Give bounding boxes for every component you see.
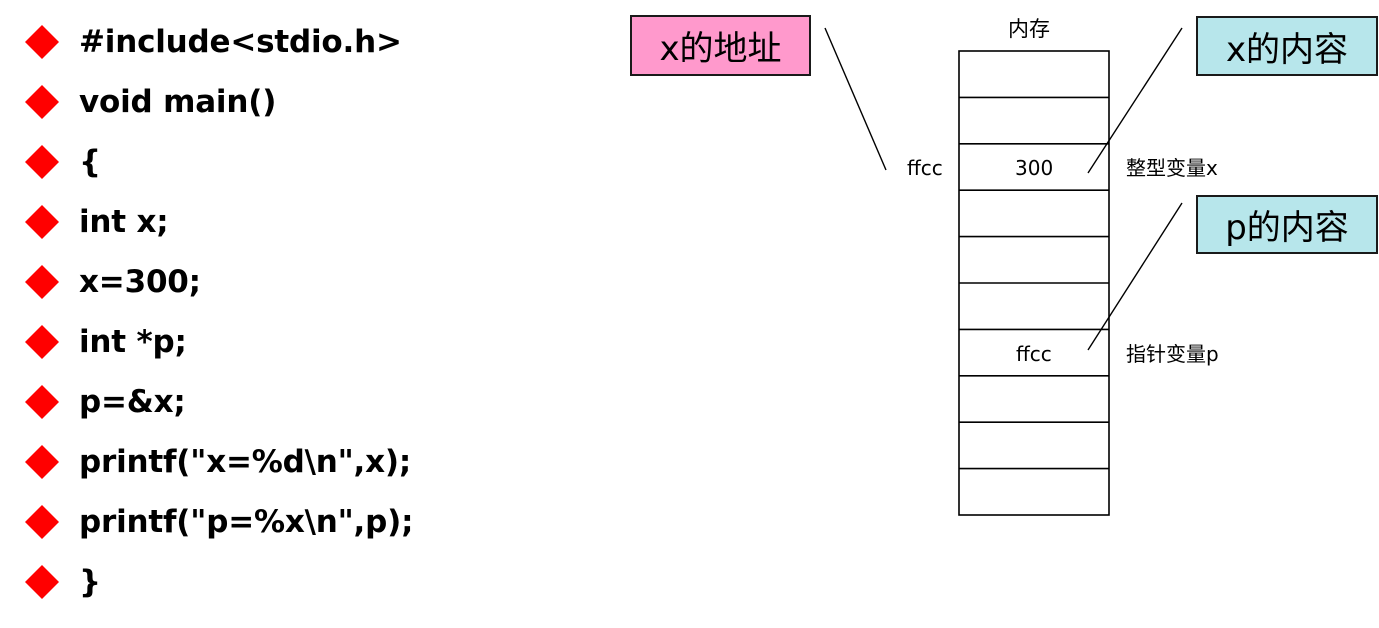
- code-text: int x;: [79, 204, 169, 240]
- code-line: x=300;: [24, 252, 413, 312]
- code-text: printf("x=%d\n",x);: [79, 444, 412, 480]
- code-text: void main(): [79, 84, 277, 120]
- code-text: }: [79, 564, 101, 600]
- red-diamond-icon: [24, 192, 64, 252]
- code-text: {: [79, 144, 101, 180]
- red-diamond-icon: [24, 432, 64, 492]
- code-line: printf("x=%d\n",x);: [24, 432, 413, 492]
- x-address-connector: [824, 27, 887, 171]
- x-cell-value: 300: [1015, 156, 1054, 180]
- p-content-connector: [1087, 202, 1183, 351]
- red-diamond-icon: [24, 492, 64, 552]
- code-line: {: [24, 132, 413, 192]
- p-variable-label: 指针变量p: [1126, 342, 1219, 366]
- code-line: void main(): [24, 72, 413, 132]
- code-line: #include<stdio.h>: [24, 12, 413, 72]
- code-line: }: [24, 552, 413, 612]
- code-line: int x;: [24, 192, 413, 252]
- code-text: p=&x;: [79, 384, 186, 420]
- red-diamond-icon: [24, 132, 64, 192]
- code-text: #include<stdio.h>: [79, 24, 402, 60]
- memory-cells: [958, 50, 1110, 516]
- red-diamond-icon: [24, 372, 64, 432]
- red-diamond-icon: [24, 252, 64, 312]
- connector-lines: [824, 27, 1183, 351]
- code-line: printf("p=%x\n",p);: [24, 492, 413, 552]
- x-content-callout: x的内容: [1196, 16, 1378, 76]
- x-content-connector: [1087, 27, 1183, 174]
- x-address-value: ffcc: [907, 156, 943, 180]
- code-line: int *p;: [24, 312, 413, 372]
- code-listing: #include<stdio.h> void main() { int x; x=300…: [24, 12, 413, 612]
- code-text: printf("p=%x\n",p);: [79, 504, 414, 540]
- x-address-callout: x的地址: [630, 15, 811, 76]
- red-diamond-icon: [24, 72, 64, 132]
- memory-title: 内存: [1008, 17, 1050, 41]
- red-diamond-icon: [24, 312, 64, 372]
- x-variable-label: 整型变量x: [1126, 156, 1218, 180]
- p-cell-value: ffcc: [1016, 342, 1052, 366]
- p-content-callout: p的内容: [1196, 195, 1378, 254]
- red-diamond-icon: [24, 12, 64, 72]
- red-diamond-icon: [24, 552, 64, 612]
- code-text: int *p;: [79, 324, 187, 360]
- code-line: p=&x;: [24, 372, 413, 432]
- code-text: x=300;: [79, 264, 201, 300]
